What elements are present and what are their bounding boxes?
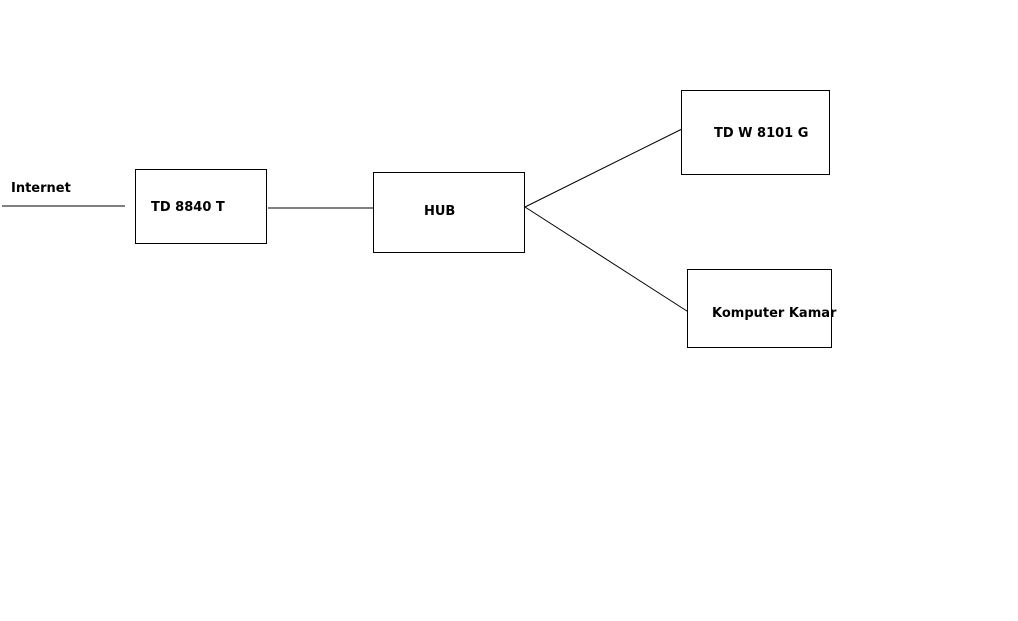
router-label: TD W 8101 G — [714, 126, 809, 141]
hub-to-computer-line — [524, 206, 691, 314]
hub-box — [373, 172, 525, 253]
internet-label: Internet — [11, 181, 71, 196]
modem-box — [135, 169, 267, 244]
router-box — [681, 90, 830, 175]
hub-to-router-line — [524, 128, 683, 208]
computer-box — [687, 269, 832, 348]
computer-label: Komputer Kamar — [712, 306, 837, 321]
hub-label: HUB — [424, 204, 456, 219]
modem-label: TD 8840 T — [151, 200, 225, 215]
